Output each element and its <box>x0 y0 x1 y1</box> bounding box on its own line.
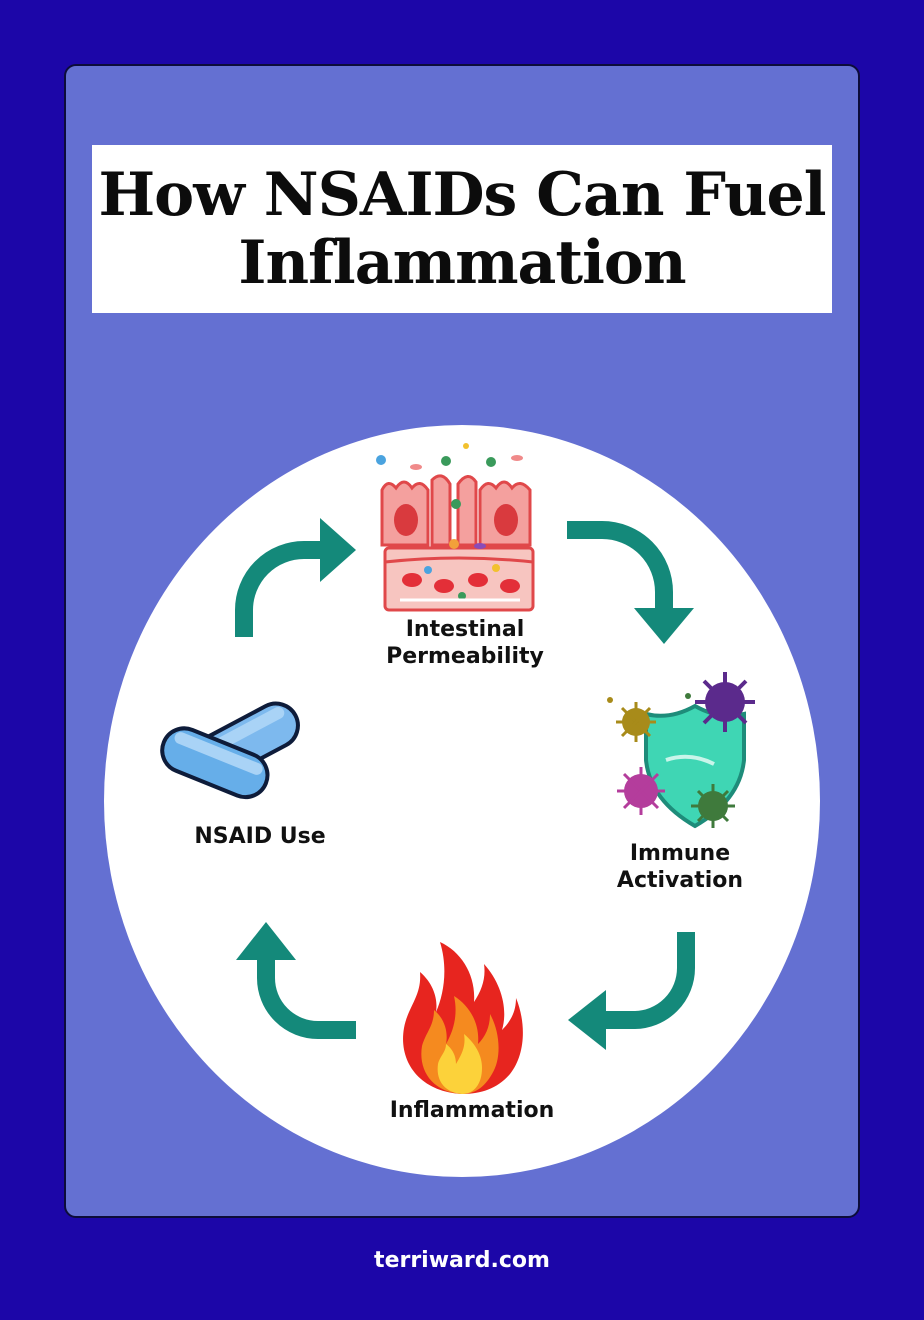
step-label-nsaid-use: NSAID Use <box>194 824 326 849</box>
step-label-intestinal-permeability: Intestinal Permeability <box>386 617 544 669</box>
cycle-arrow-top-left <box>235 518 356 637</box>
cycle-arrow-bottom-left <box>236 922 356 1039</box>
intestinal-lining-icon <box>376 443 535 612</box>
pill-icon <box>160 701 300 800</box>
cycle-arrow-top-right <box>567 521 694 644</box>
immune-shield-icon <box>607 672 755 829</box>
flame-icon <box>403 942 523 1094</box>
virus-purple <box>695 672 755 732</box>
virus-green <box>691 784 735 828</box>
cycle-arrow-bottom-right <box>568 932 695 1050</box>
step-label-immune-activation: Immune Activation <box>616 841 744 893</box>
virus-magenta <box>617 767 665 815</box>
virus-olive <box>616 702 656 742</box>
step-label-inflammation: Inflammation <box>389 1098 555 1123</box>
title-banner: How NSAIDs Can Fuel Inflammation <box>92 145 832 313</box>
footer-website: terriward.com <box>374 1248 550 1273</box>
page-title: How NSAIDs Can Fuel Inflammation <box>98 160 826 298</box>
